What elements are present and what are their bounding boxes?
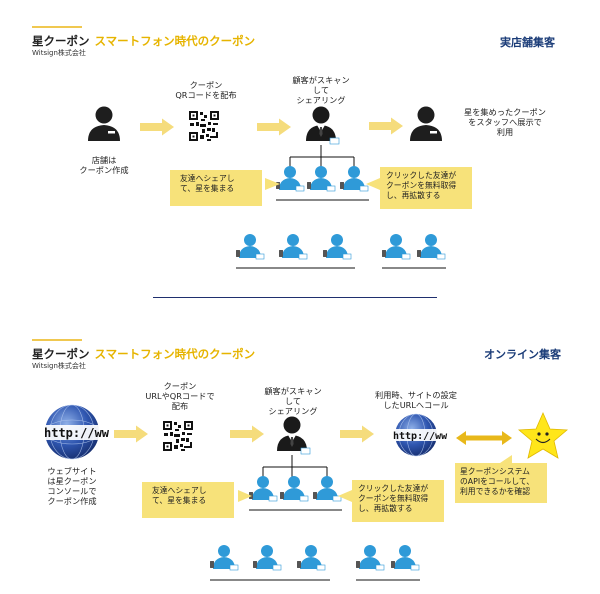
friend-icon	[296, 544, 326, 571]
friend-icon	[381, 233, 411, 260]
arrow-right-icon	[140, 118, 174, 136]
friend-icon	[390, 544, 420, 571]
callout-click: クリックした友達が クーポンを無料取得 し、再拡散する	[380, 167, 472, 209]
staff-icon	[410, 106, 442, 141]
friend-icon	[209, 544, 239, 571]
brand-title: 星クーポンスマートフォン時代のクーポン	[32, 33, 255, 49]
distribute-label: クーポン URLやQRコードで 配布	[145, 381, 215, 411]
brand-accent-line	[32, 26, 82, 28]
callout-click: クリックした友達が クーポンを無料取得 し、再拡散する	[352, 480, 444, 522]
callout-share: 友達へシェアし て、星を集まる	[170, 170, 262, 206]
friend-icon	[275, 165, 305, 192]
store-owner-icon	[88, 106, 120, 141]
friend-icon	[235, 233, 265, 260]
scan-share-label: 顧客がスキャン して シェアリング	[292, 75, 350, 105]
svg-text:http://ww: http://ww	[44, 426, 110, 440]
brand-accent-line	[32, 339, 82, 341]
section-title-store: 実店舗集客	[500, 36, 555, 49]
arrow-right-icon	[257, 118, 291, 136]
brand-name: 星クーポン	[32, 34, 90, 48]
callout-pointer	[265, 178, 280, 190]
company-name: Witsign株式会社	[32, 49, 86, 57]
arrow-right-icon	[369, 117, 403, 135]
arrow-right-icon	[114, 425, 148, 443]
share-branch-lines	[262, 455, 328, 477]
smiling-star-icon	[517, 412, 569, 459]
qr-code-icon	[162, 420, 194, 452]
brand-subtitle: スマートフォン時代のクーポン	[94, 34, 256, 48]
customer-icon	[277, 416, 311, 455]
double-arrow-icon	[456, 431, 512, 445]
friend-icon	[278, 233, 308, 260]
arrow-right-icon	[230, 425, 264, 443]
brand-name: 星クーポン	[32, 347, 90, 361]
customer-icon	[306, 106, 340, 145]
website-label: ウェブサイト は星クーポン コンソールで クーポン作成	[47, 466, 97, 506]
use-label: 星を集めったクーポン をスタッフへ展示で 利用	[464, 107, 546, 137]
friend-icon	[322, 233, 352, 260]
share-branch-lines	[289, 145, 355, 167]
friend-icon	[248, 475, 278, 502]
callout-pointer	[500, 455, 512, 463]
qr-code-icon	[188, 110, 220, 142]
store-label: 店舗は クーポン作成	[79, 155, 129, 175]
globe-icon: http://ww	[391, 413, 448, 457]
scan-share-label: 顧客がスキャン して シェアリング	[264, 386, 322, 416]
section-divider	[153, 297, 437, 298]
api-call-label: 利用時、サイトの設定 したURLへコール	[375, 390, 457, 410]
company-name: Witsign株式会社	[32, 362, 86, 370]
globe-icon: http://ww	[41, 404, 110, 460]
brand-subtitle: スマートフォン時代のクーポン	[94, 347, 256, 361]
callout-api: 星クーポンシステム のAPIをコールして、 利用できるかを確認	[455, 463, 547, 503]
friend-icon	[312, 475, 342, 502]
section-title-online: オンライン集客	[484, 348, 561, 361]
friend-icon	[416, 233, 446, 260]
friend-icon	[355, 544, 385, 571]
svg-text:http://ww: http://ww	[393, 431, 448, 442]
friend-icon	[279, 475, 309, 502]
friend-icon	[306, 165, 336, 192]
brand-title: 星クーポンスマートフォン時代のクーポン	[32, 346, 255, 362]
distribute-label: クーポン QRコードを配布	[175, 80, 237, 100]
callout-pointer	[238, 490, 252, 502]
callout-pointer	[366, 178, 380, 190]
callout-pointer	[338, 490, 352, 502]
arrow-right-icon	[340, 425, 374, 443]
callout-share: 友達へシェアし て、星を集まる	[142, 482, 234, 518]
friend-icon	[252, 544, 282, 571]
friend-icon	[339, 165, 369, 192]
